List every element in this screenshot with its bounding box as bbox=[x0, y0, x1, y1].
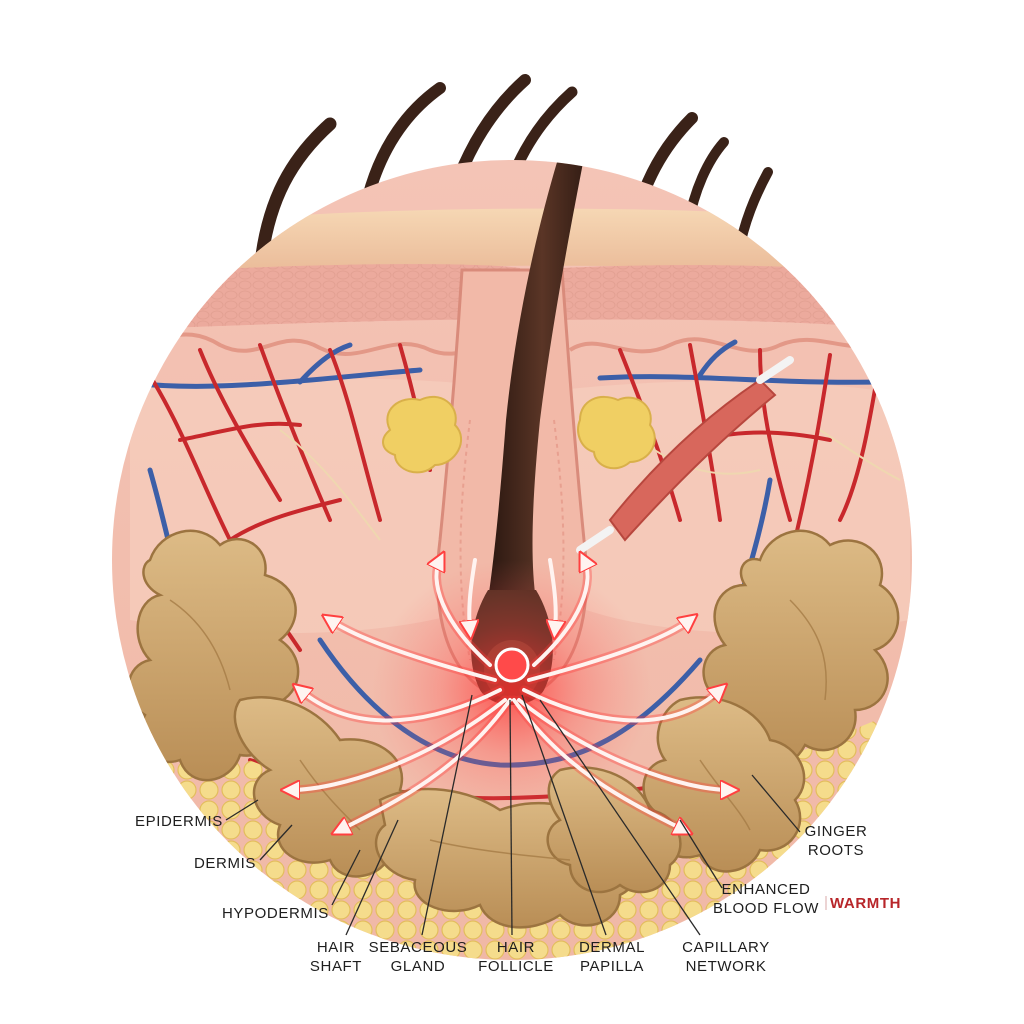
sebaceous-gland-right bbox=[577, 395, 656, 470]
dermal-papilla bbox=[494, 647, 530, 683]
label-warmth: WARMTH bbox=[830, 895, 901, 912]
arrector-pili-muscle bbox=[608, 378, 777, 542]
warmth-glow bbox=[372, 560, 652, 820]
label-hypodermis: HYPODERMIS bbox=[222, 905, 329, 922]
blood-flow-arrows bbox=[290, 560, 730, 830]
label-hair-shaft-line1: HAIR bbox=[317, 939, 355, 956]
hair-shaft bbox=[488, 160, 596, 600]
label-epidermis: EPIDERMIS bbox=[135, 813, 223, 830]
label-capillary-network-line2: NETWORK bbox=[686, 958, 767, 975]
label-hair-shaft-line2: SHAFT bbox=[310, 958, 362, 975]
label-dermal-papilla-line1: DERMAL bbox=[579, 939, 645, 956]
label-capillary-network-line1: CAPILLARY bbox=[682, 939, 770, 956]
label-enhanced-blood-flow-line2: BLOOD FLOW bbox=[713, 900, 819, 917]
label-ginger-roots-line2: ROOTS bbox=[808, 842, 864, 859]
label-dermal-papilla-line2: PAPILLA bbox=[580, 958, 644, 975]
leader-lines bbox=[225, 694, 827, 936]
label-dermis: DERMIS bbox=[194, 855, 256, 872]
label-sebaceous-gland-line1: SEBACEOUS bbox=[369, 939, 468, 956]
skin-surface bbox=[140, 208, 900, 280]
sebaceous-gland-left bbox=[382, 395, 462, 474]
label-hair-follicle-line1: HAIR bbox=[497, 939, 535, 956]
label-hair-follicle-line2: FOLLICLE bbox=[478, 958, 554, 975]
label-ginger-roots-line1: GINGER bbox=[805, 823, 868, 840]
label-enhanced-blood-flow-line1: ENHANCED bbox=[722, 881, 811, 898]
label-sebaceous-gland-line2: GLAND bbox=[391, 958, 446, 975]
